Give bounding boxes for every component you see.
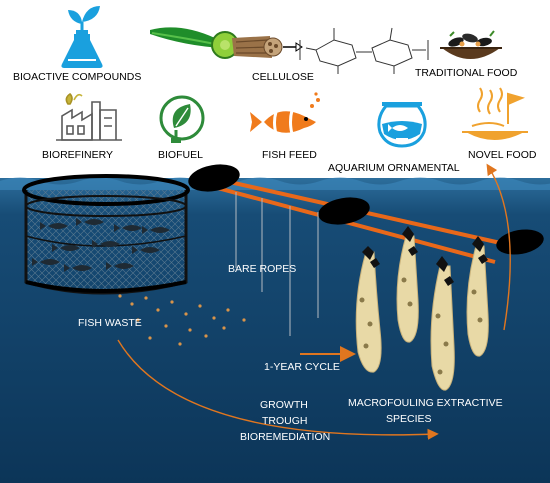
bioactive-compounds-label: BIOACTIVE COMPOUNDS: [13, 71, 141, 83]
mussel-cluster-2: [396, 226, 419, 343]
fish-cage: [22, 174, 190, 295]
fish-feed-label: FISH FEED: [262, 149, 317, 161]
buoy-left: [188, 164, 240, 192]
mussel-cluster-4: [466, 236, 489, 357]
aquarium-ornamental-label: AQUARIUM ORNAMENTAL: [328, 162, 460, 174]
cycle-label: 1-YEAR CYCLE: [264, 361, 340, 373]
factory-icon: [56, 92, 122, 141]
cellulose-structure-icon: [299, 27, 429, 74]
leaf-plug-icon: [159, 95, 205, 143]
growth-label-line-2: TROUGH: [262, 415, 308, 427]
sea-surface-wave: [0, 177, 550, 190]
macrofouling-label-line-2: SPECIES: [386, 413, 432, 425]
flask-sprout-icon: [61, 6, 103, 68]
novel-food-label: NOVEL FOOD: [468, 149, 537, 161]
macrofouling-label-line-1: MACROFOULING EXTRACTIVE: [348, 397, 503, 409]
fish-waste-label: FISH WASTE: [78, 317, 142, 329]
biorefinery-label: BIOREFINERY: [42, 149, 113, 161]
buoy-right: [496, 229, 544, 255]
harvest-arrow: [486, 163, 511, 331]
traditional-food-label: TRADITIONAL FOOD: [415, 67, 518, 79]
mussel-clusters: [355, 226, 489, 391]
mussel-bowl-icon: [440, 30, 502, 59]
bioremediation-arrow: [117, 339, 439, 440]
clownfish-icon: [250, 92, 320, 135]
growth-label-line-3: BIOREMEDIATION: [240, 431, 330, 443]
mussel-cluster-3: [430, 256, 455, 391]
caged-fish: [32, 218, 170, 272]
seaweed-fiber-icon: [150, 27, 303, 59]
bare-ropes: [235, 192, 319, 336]
fishbowl-icon: [377, 102, 427, 148]
cellulose-label: CELLULOSE: [252, 71, 314, 83]
biofuel-label: BIOFUEL: [158, 149, 203, 161]
buoy-middle: [318, 197, 370, 225]
food-plate-icon: [462, 87, 528, 140]
mussel-cluster-1: [355, 246, 382, 373]
bare-ropes-label: BARE ROPES: [228, 263, 296, 275]
fish-waste-particles: [118, 294, 246, 346]
growth-label-line-1: GROWTH: [260, 399, 308, 411]
